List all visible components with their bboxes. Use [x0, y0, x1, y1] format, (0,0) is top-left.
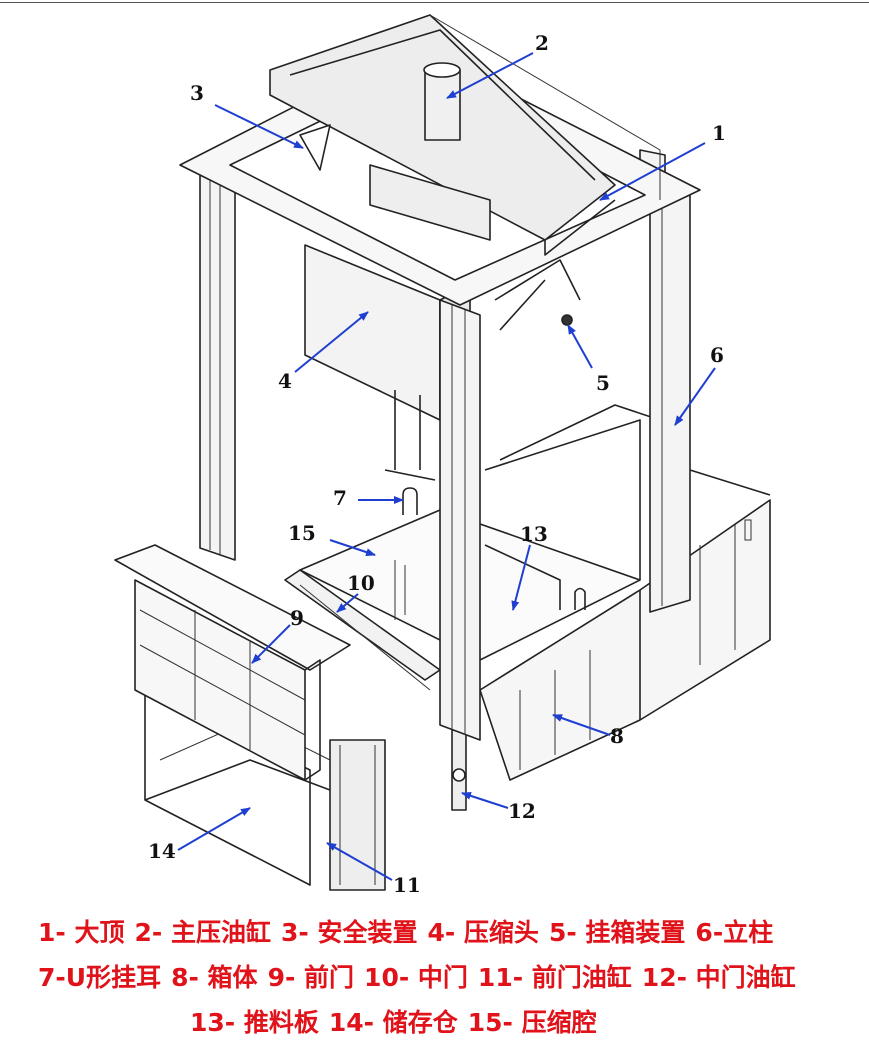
leader-1: [599, 142, 706, 201]
legend-line-3: 13- 推料板 14- 储存仓 15- 压缩腔: [0, 1000, 869, 1045]
callout-11: 11: [393, 873, 421, 897]
callout-15: 15: [288, 521, 316, 545]
leader-6: [674, 367, 716, 426]
legend-item-9: 9- 前门: [267, 963, 355, 992]
top-divider: [0, 2, 869, 3]
columns: [199, 149, 691, 741]
parts-legend: 1- 大顶 2- 主压油缸 3- 安全装置 4- 压缩头 5- 挂箱装置 6-立柱 7-U…: [0, 910, 869, 1045]
leader-15: [329, 539, 376, 556]
leader-12: [461, 791, 509, 809]
legend-item-2: 2- 主压油缸: [134, 918, 271, 947]
leader-5: [567, 324, 593, 369]
legend-item-5: 5- 挂箱装置: [548, 918, 686, 947]
leader-4: [294, 311, 369, 373]
baler-isometric-drawing: 1 2 3 4 5 6 7 8 9 10 11 12 13 14 15: [114, 14, 771, 897]
callout-7: 7: [333, 486, 347, 510]
callout-numbers: 1 2 3 4 5 6 7 8 9 10 11 12 13 14 15: [148, 31, 726, 897]
callout-14: 14: [148, 839, 176, 863]
middle-door-cylinder: [451, 729, 467, 811]
leader-3: [214, 104, 304, 149]
leader-10: [336, 593, 359, 613]
legend-item-6: 6-立柱: [695, 918, 774, 947]
callout-8: 8: [610, 724, 624, 748]
front-door: [134, 579, 321, 781]
u-shape-ears: [402, 487, 586, 610]
callout-2: 2: [535, 31, 549, 55]
leader-9: [251, 624, 291, 664]
main-cylinder: [369, 62, 491, 241]
leader-2: [446, 52, 534, 99]
callout-10: 10: [347, 571, 375, 595]
legend-item-10: 10- 中门: [364, 963, 468, 992]
callout-5: 5: [596, 371, 610, 395]
legend-item-7: 7-U形挂耳: [38, 963, 162, 992]
leader-14: [177, 807, 251, 851]
callout-9: 9: [290, 606, 304, 630]
legend-item-4: 4- 压缩头: [427, 918, 539, 947]
callout-6: 6: [710, 343, 724, 367]
callout-1: 1: [712, 121, 726, 145]
legend-item-11: 11- 前门油缸: [477, 963, 632, 992]
legend-line-1: 1- 大顶 2- 主压油缸 3- 安全装置 4- 压缩头 5- 挂箱装置 6-立柱: [0, 910, 869, 955]
legend-item-1: 1- 大顶: [38, 918, 125, 947]
callout-3: 3: [190, 81, 204, 105]
box-body: [479, 469, 771, 781]
callout-13: 13: [520, 522, 548, 546]
legend-line-2: 7-U形挂耳 8- 箱体 9- 前门 10- 中门 11- 前门油缸 12- 中门油缸: [0, 955, 869, 1000]
legend-item-14: 14- 储存仓: [328, 1008, 458, 1037]
leader-11: [326, 842, 393, 881]
leader-13: [511, 544, 531, 611]
leader-8: [552, 714, 611, 736]
front-door-cylinder: [329, 739, 386, 891]
legend-item-13: 13- 推料板: [190, 1008, 319, 1037]
legend-item-8: 8- 箱体: [171, 963, 258, 992]
legend-item-3: 3- 安全装置: [280, 918, 418, 947]
legend-item-15: 15- 压缩腔: [467, 1008, 597, 1037]
leader-lines: [177, 52, 716, 881]
callout-12: 12: [508, 799, 536, 823]
callout-4: 4: [278, 369, 292, 393]
legend-item-12: 12- 中门油缸: [641, 963, 796, 992]
